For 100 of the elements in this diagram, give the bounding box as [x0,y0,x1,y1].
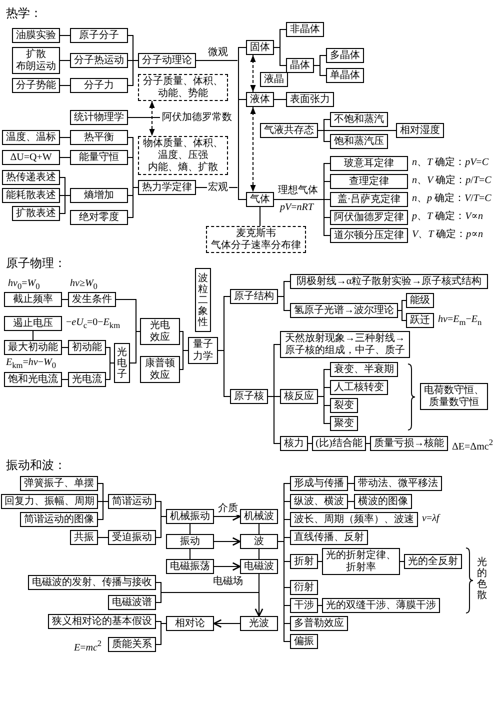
concept-box: 能耗散表述 [2,188,60,203]
concept-box: 原子分子 [70,28,128,43]
concept-box: 回复力、振幅、周期 [1,494,98,509]
connector-line [60,35,70,36]
double-arrow [250,106,256,192]
annotation-label: E=mc$^{2}$ [74,638,102,654]
concept-box: 形成与传播 [290,476,348,491]
concept-box: 能级 [406,293,434,308]
annotation-label: E$_{km}$=hν−W$_{0}$ [6,357,56,372]
connector-line [60,60,70,61]
connector-line [128,187,138,218]
concept-box: 光的双缝干涉、薄膜干涉 [322,598,440,613]
concept-box: 相对论 [166,616,214,631]
connector-line [366,443,370,444]
double-arrow [250,54,256,92]
concept-box: 阴极射线→α粒子散射实验→原子核式结构 [290,274,488,289]
box-text: 麦克斯韦 [236,228,276,240]
concept-box: 纵波、横波 [290,494,348,509]
concept-box: 热传递表述 [2,170,60,185]
connector-line [32,330,34,340]
concept-box: 分子动理论 [138,53,196,68]
concept-box: 电磁波谱 [108,595,156,610]
concept-box: 共振 [70,530,98,545]
connector-line [128,60,138,86]
concept-box: 遏止电压 [4,316,62,331]
concept-box: 衰变、半衰期 [330,362,398,377]
box-text: 扩散 [26,48,46,60]
concept-box: 熵增加 [70,188,128,203]
concept-box: 液晶 [260,72,288,87]
concept-box: 机械波 [240,509,278,524]
concept-box: 绝对零度 [70,210,128,225]
arrow [214,537,241,546]
annotation-label: hν$_{0}$=W$_{0}$ [8,278,40,293]
concept-box: 多普勒效应 [290,616,348,631]
connector-line [238,47,246,48]
annotation-label: V、T 确定：p∝n [412,229,483,241]
concept-box: 光电流 [68,372,106,387]
concept-box: 裂变 [330,398,358,413]
concept-box: 最大初动能 [4,340,62,355]
concept-box: 氢原子光谱→波尔理论 [290,303,398,318]
arrow [214,562,241,571]
connector-line [308,443,312,444]
concept-box: 光电效应 [140,318,180,345]
concept-box: 人工核转变 [330,380,388,395]
connector-line [130,331,140,364]
annotation-label: pV=nRT [280,202,314,214]
concept-box: 光波 [240,616,278,631]
concept-box: 质能关系 [108,637,156,652]
connector-line [62,379,68,380]
annotation-label: 理想气体 [278,185,318,197]
connector-line [128,117,160,118]
concept-box: 跃迁 [406,313,434,328]
concept-box: 直线传播、反射 [290,530,368,545]
box-text: 物体质量、体积、温度、压强 [142,138,224,162]
connector-line [180,350,188,370]
edge-label: 介质 [217,503,239,515]
concept-box: 波 [240,534,278,549]
concept-box: 阿伏伽德罗定律 [330,210,408,225]
concept-box: 油膜实验 [12,28,60,43]
connector-line [238,99,246,100]
concept-box: 液体 [246,92,274,107]
concept-box: 机械振动 [166,509,214,524]
concept-box: ΔU=Q+W [2,150,60,165]
concept-box: 不饱和蒸汽 [330,112,388,127]
concept-box: 带动法、微平移法 [354,476,442,491]
concept-box: 盖·吕萨克定律 [330,192,408,207]
section-title: 热学： [6,6,42,20]
concept-box: 扩散表述 [12,206,60,221]
concept-box: 核反应 [280,389,318,404]
concept-box: 简谐运动 [108,494,156,509]
edge-label: 宏观 [207,182,229,194]
concept-box: 波长、周期（频率）、波速 [290,512,418,527]
concept-box: 能量守恒 [70,150,128,165]
connector-line [278,541,290,642]
concept-box: 分子力 [70,78,128,93]
concept-box: 发生条件 [68,292,116,307]
concept-box: 晶体 [286,58,314,73]
section-title: 振动和波： [6,458,66,472]
concept-box: 饱和蒸汽压 [330,134,388,149]
connector-line [314,65,326,76]
connector-line [98,501,108,520]
connector-line [60,137,70,138]
connector-line [156,516,166,538]
concept-box: 气液共存态 [260,123,318,138]
edge-label: 电磁场 [212,576,244,588]
concept-box: 电磁波 [240,559,278,574]
concept-box: 截止频率 [4,292,62,307]
concept-box: 量子力学 [188,337,218,364]
connector-line [318,605,322,606]
concept-box: 横波的图像 [354,494,412,509]
annotation-label: hν≥W$_{0}$ [70,278,98,293]
connector-line [278,296,290,311]
concept-box: 气体 [246,192,274,207]
connector-line [60,85,70,86]
concept-box: 非晶体 [286,22,324,37]
connector-line [400,561,404,562]
concept-box: 多晶体 [326,48,364,63]
concept-box: 电磁波的发射、传播与接收 [28,575,156,590]
concept-box: 分子热运动 [70,53,128,68]
concept-box: 表面张力 [286,92,334,107]
